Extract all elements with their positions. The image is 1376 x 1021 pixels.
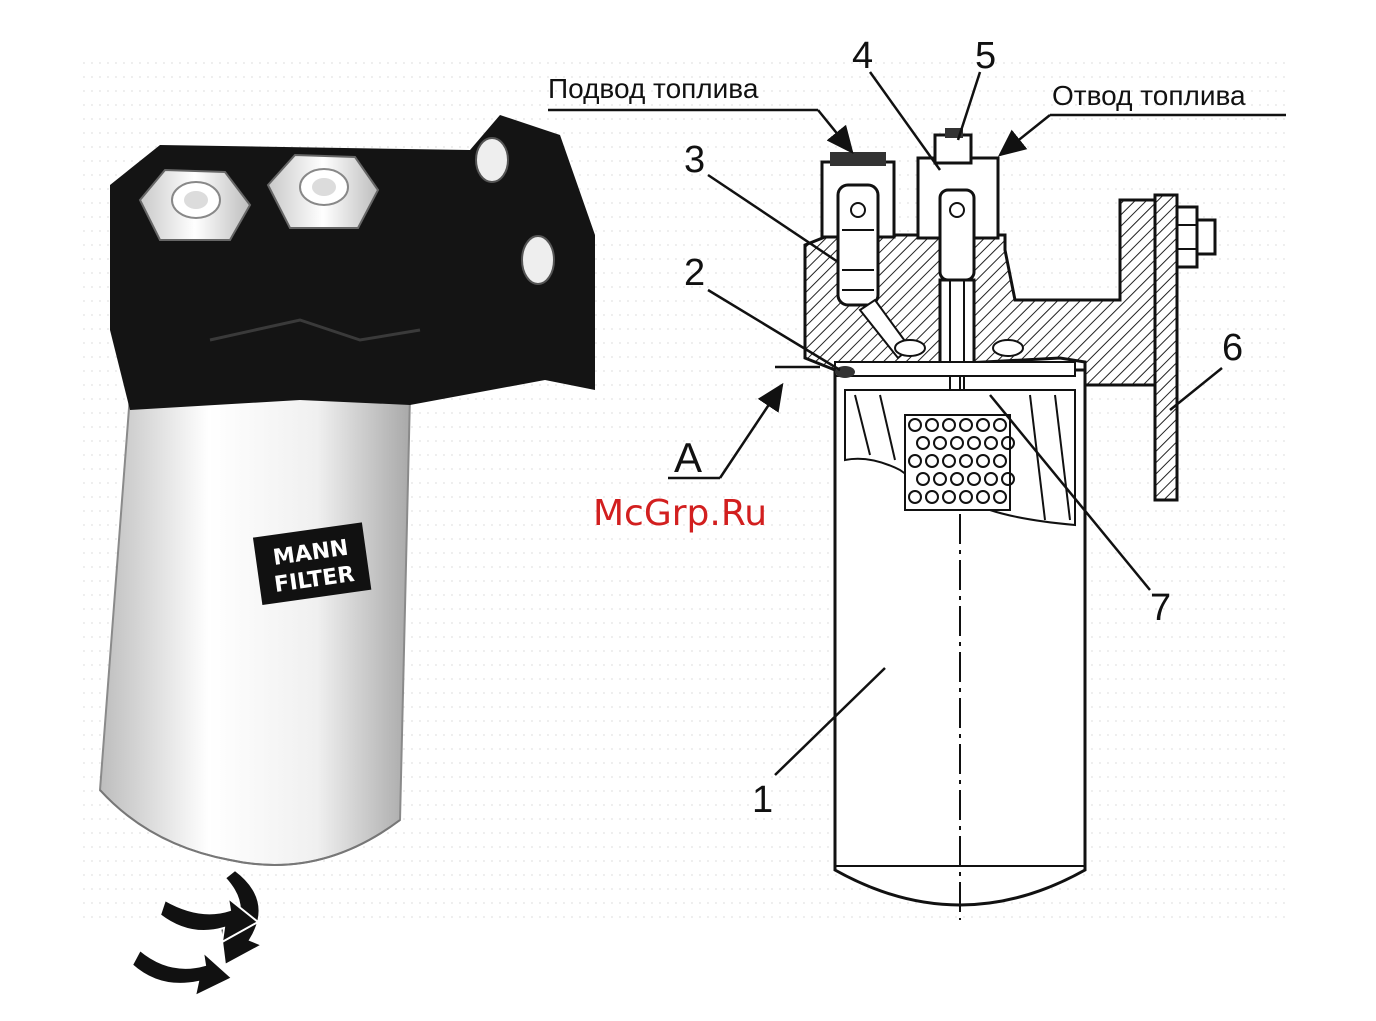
mount-bolt	[1177, 207, 1197, 267]
label-part-3: 3	[684, 139, 705, 181]
label-fuel-in: Подвод топлива	[548, 73, 759, 104]
inner-seal-right	[993, 340, 1023, 356]
label-fuel-out: Отвод топлива	[1052, 80, 1246, 111]
center-stem	[940, 280, 974, 370]
inlet-cap	[830, 152, 886, 166]
inner-seal-left	[895, 340, 925, 356]
watermark: McGrp.Ru	[593, 493, 767, 534]
bracket-hole-lower	[522, 236, 554, 284]
top-plate	[835, 362, 1075, 376]
label-part-1: 1	[752, 779, 773, 821]
label-part-4: 4	[852, 35, 873, 77]
label-part-7: 7	[1150, 587, 1171, 629]
label-part-6: 6	[1222, 327, 1243, 369]
label-section-a: A	[674, 434, 702, 481]
bracket-hole-upper	[476, 138, 508, 182]
bleed-screw	[935, 135, 971, 163]
filter-canister	[100, 395, 410, 865]
outlet-nut	[268, 155, 378, 228]
mounting-flange	[1155, 195, 1177, 500]
label-part-2: 2	[684, 252, 705, 294]
label-part-5: 5	[975, 35, 996, 77]
